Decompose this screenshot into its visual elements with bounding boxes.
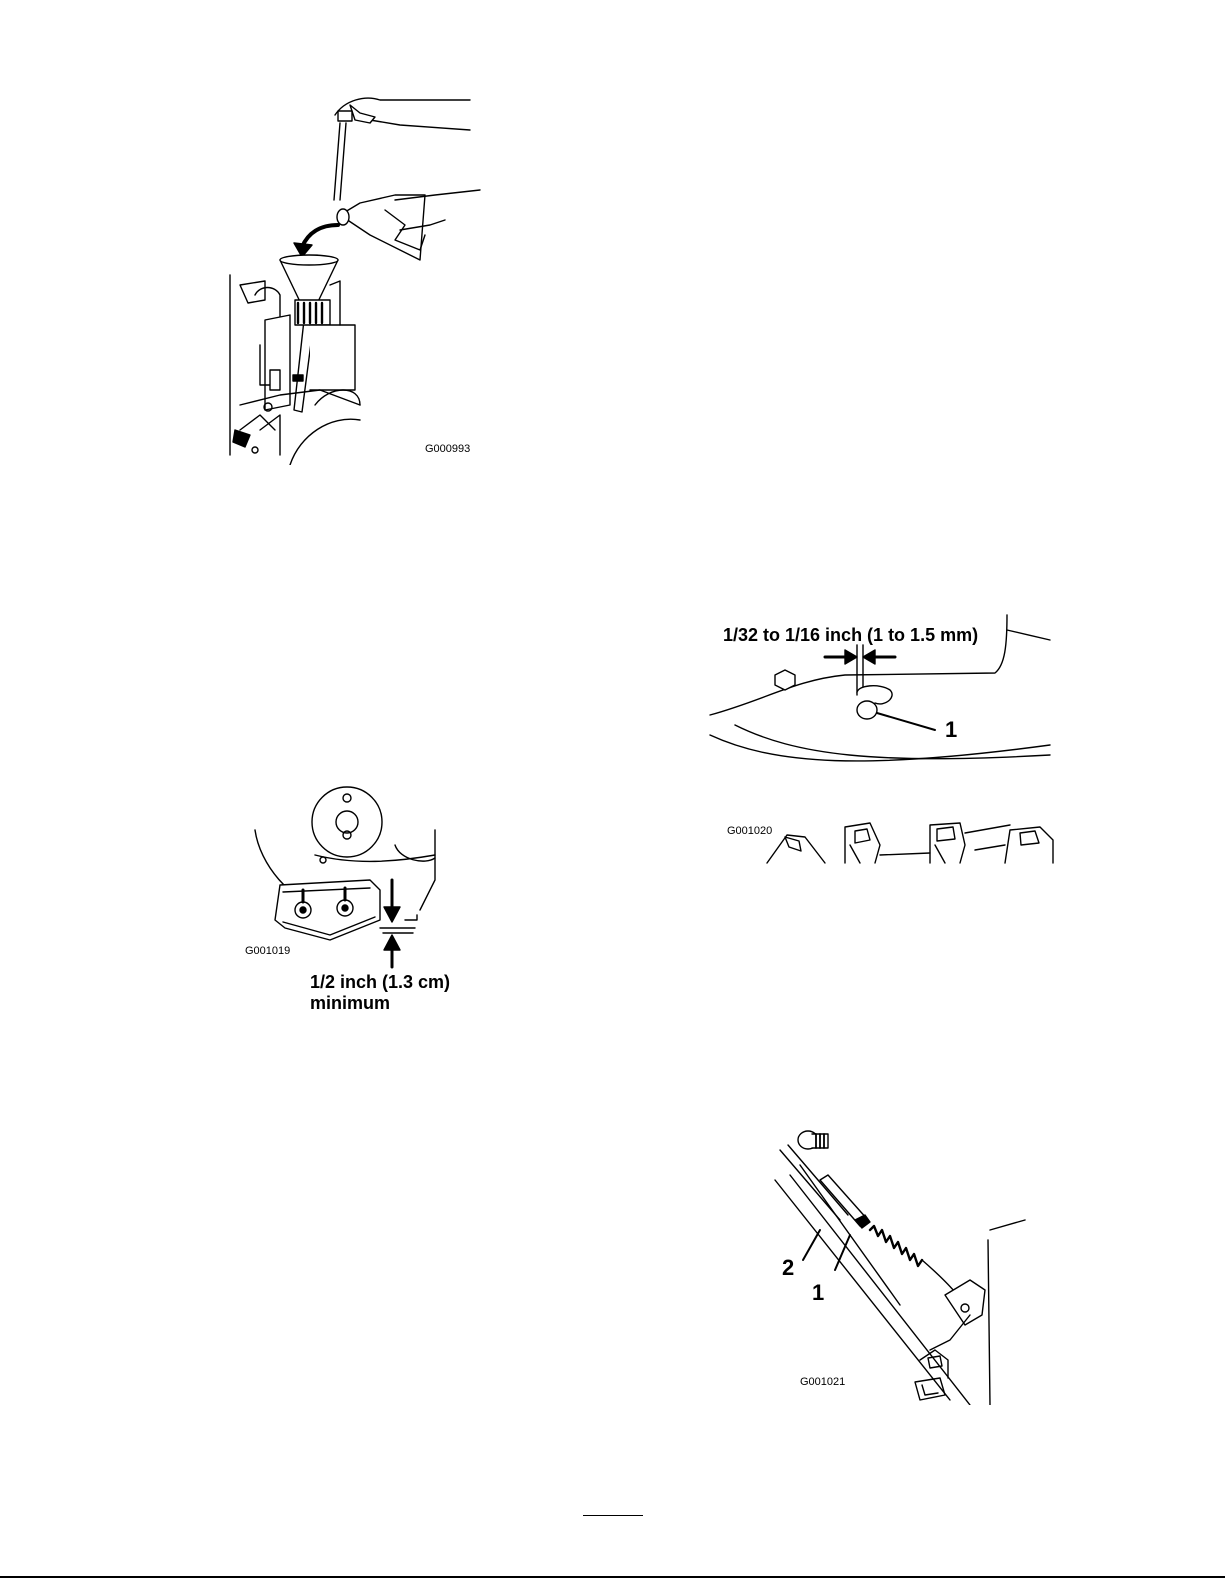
- cable-adjust-label-2: 2: [782, 1255, 794, 1281]
- page-bottom-rule: [0, 1576, 1225, 1578]
- scraper-gap-callout: 1/32 to 1/16 inch (1 to 1.5 mm): [723, 625, 978, 646]
- figure-id-scraper-gap: G001020: [727, 825, 772, 837]
- figure-scraper-gap: 1/32 to 1/16 inch (1 to 1.5 mm) 1 G00102…: [705, 605, 1065, 880]
- footer-page-number-line: [583, 1515, 643, 1516]
- figure-cable-adjust: 2 1 G001021: [770, 1120, 1035, 1405]
- scraper-gap-illustration: [705, 605, 1065, 880]
- scraper-gap-label-1: 1: [945, 717, 957, 743]
- skid-clearance-callout-line2: minimum: [310, 993, 390, 1014]
- figure-id-skid-clearance: G001019: [245, 945, 290, 957]
- figure-id-cable-adjust: G001021: [800, 1376, 845, 1388]
- cable-adjust-label-1: 1: [812, 1280, 824, 1306]
- figure-skid-clearance: G001019 1/2 inch (1.3 cm) minimum: [235, 780, 475, 980]
- figure-oil-fill: G000993: [220, 85, 485, 465]
- cable-adjust-illustration: [770, 1120, 1035, 1405]
- figure-id-oil-fill: G000993: [425, 443, 470, 455]
- skid-clearance-callout-line1: 1/2 inch (1.3 cm): [310, 972, 450, 993]
- oil-fill-illustration: [220, 85, 485, 465]
